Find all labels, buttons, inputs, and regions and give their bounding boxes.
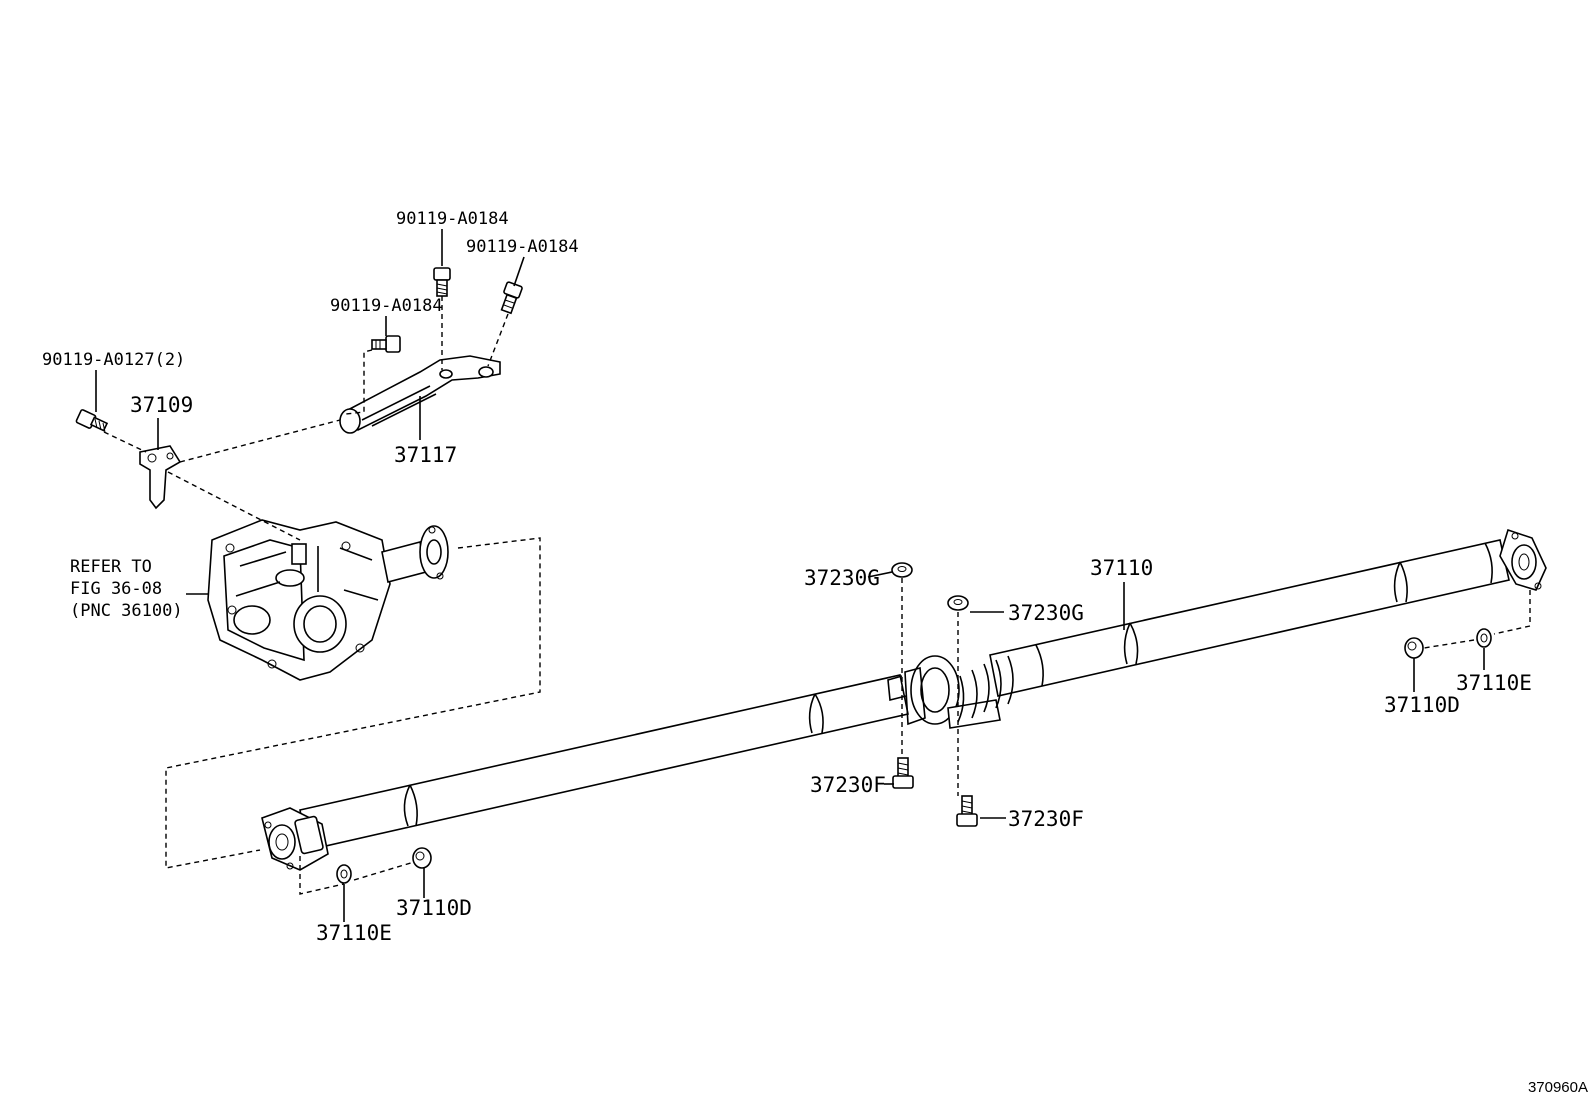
- refer-note-line3: (PNC 36100): [70, 601, 183, 621]
- bolt-37230f-right[interactable]: [956, 795, 978, 827]
- label-nut-37110d-front: 37110D: [396, 896, 472, 920]
- bolt-90119-a0184-top[interactable]: [433, 267, 451, 297]
- bolt-90119-a0184-left[interactable]: [371, 335, 401, 353]
- bracket-37117[interactable]: [339, 355, 501, 434]
- label-washer-37230g-right: 37230G: [1008, 601, 1084, 625]
- label-washer-37110e-front: 37110E: [316, 921, 392, 945]
- nut-37110d-rear[interactable]: [1404, 637, 1424, 659]
- washer-37230g-right[interactable]: [947, 595, 969, 611]
- label-bolt-90119-a0127: 90119-A0127(2): [42, 350, 185, 370]
- label-bracket-37117: 37117: [394, 443, 457, 467]
- washer-37110e-rear[interactable]: [1476, 628, 1492, 648]
- refer-note-line2: FIG 36-08: [70, 579, 162, 599]
- label-bolt-37230f-left: 37230F: [810, 773, 886, 797]
- label-shaft-37110: 37110: [1090, 556, 1153, 580]
- bolt-90119-a0127[interactable]: [75, 409, 109, 433]
- label-bracket-37109: 37109: [130, 393, 193, 417]
- figure-id: 370960A: [1528, 1079, 1588, 1096]
- nut-37110d-front[interactable]: [412, 847, 432, 869]
- label-washer-37230g-left: 37230G: [804, 566, 880, 590]
- propeller-shaft[interactable]: [261, 528, 1547, 871]
- label-bolt-37230f-right: 37230F: [1008, 807, 1084, 831]
- bolt-90119-a0184-right[interactable]: [500, 281, 523, 315]
- installation-lines: [103, 296, 1531, 895]
- washer-37230g-left[interactable]: [891, 562, 913, 578]
- washer-37110e-front[interactable]: [336, 864, 352, 884]
- bolt-37230f-left[interactable]: [892, 757, 914, 789]
- differential-assembly[interactable]: [207, 519, 449, 681]
- label-nut-37110d-rear: 37110D: [1384, 693, 1460, 717]
- center-bearing: [887, 655, 1014, 729]
- label-washer-37110e-rear: 37110E: [1456, 671, 1532, 695]
- bracket-37109[interactable]: [139, 445, 182, 510]
- label-bolt-90119-a0184-right: 90119-A0184: [466, 237, 579, 257]
- refer-note-line1: REFER TO: [70, 557, 152, 577]
- label-bolt-90119-a0184-left: 90119-A0184: [330, 296, 443, 316]
- leader-lines: [95, 229, 1485, 922]
- label-bolt-90119-a0184-top: 90119-A0184: [396, 209, 509, 229]
